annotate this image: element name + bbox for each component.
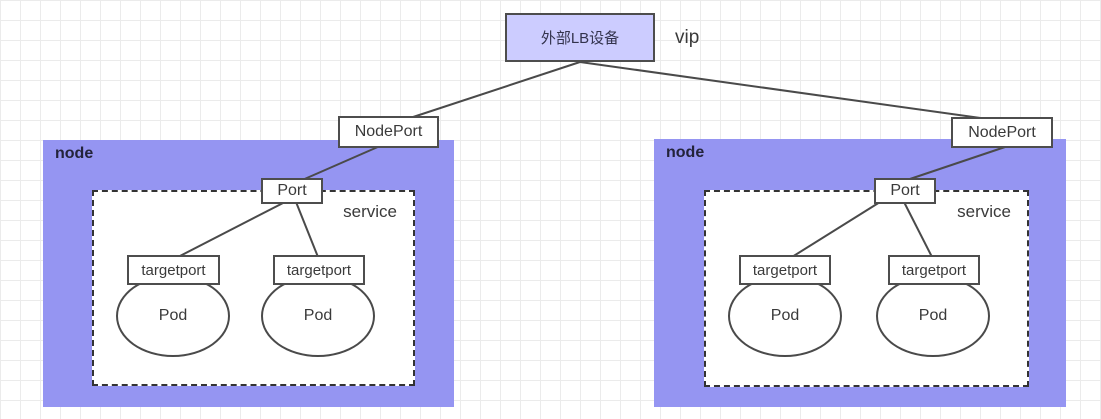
service-label: service [343,202,397,221]
targetport-shape[interactable]: targetport [739,255,831,285]
nodeport-label: NodePort [968,123,1036,141]
pod-label: Pod [770,307,800,324]
connector-lb-to-nodeport-right [579,61,1003,122]
external-lb-label: 外部LB设备 [540,30,620,47]
port-label: Port [277,182,307,199]
pod-shape[interactable]: Pod [728,275,842,357]
pod-shape[interactable]: Pod [116,275,230,357]
pod-label: Pod [158,307,188,324]
service-label: service [957,202,1011,221]
external-lb-shape[interactable]: 外部LB设备 [505,13,655,62]
connector-lb-to-nodeport-left [403,61,581,121]
targetport-label: targetport [286,261,352,279]
pod-shape[interactable]: Pod [261,275,375,357]
nodeport-label: NodePort [354,123,423,140]
targetport-shape[interactable]: targetport [127,255,220,285]
targetport-label: targetport [901,261,967,279]
pod-label: Pod [918,307,948,324]
port-shape-left[interactable]: Port [261,178,323,204]
pod-shape[interactable]: Pod [876,275,990,357]
node-label: node [55,145,94,162]
port-shape-right[interactable]: Port [874,178,936,204]
targetport-label: targetport [752,261,818,279]
targetport-shape[interactable]: targetport [888,255,980,285]
port-label: Port [890,182,920,199]
node-label: node [666,144,705,161]
nodeport-shape-left[interactable]: NodePort [338,116,439,148]
targetport-shape[interactable]: targetport [273,255,365,285]
nodeport-shape-right[interactable]: NodePort [951,117,1053,148]
vip-label: vip [675,27,700,48]
targetport-label: targetport [141,261,206,279]
pod-label: Pod [303,307,333,324]
